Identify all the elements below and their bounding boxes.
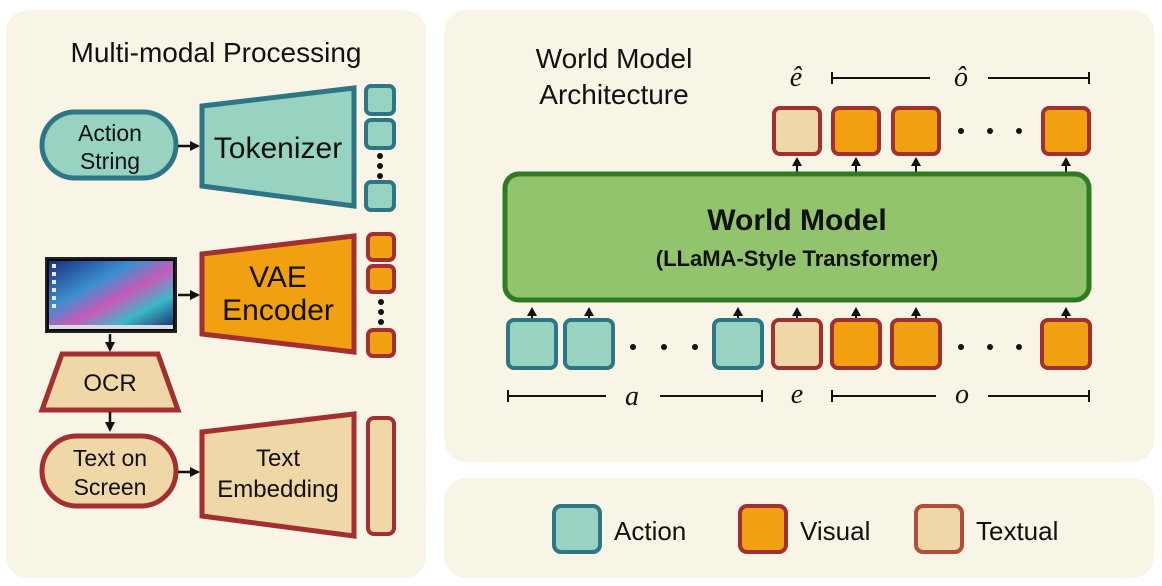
- text-on-screen-node: [39, 433, 179, 509]
- input-action-token: [712, 318, 764, 370]
- tokenizer-block: [199, 85, 357, 209]
- legend-label-visual: Visual: [800, 516, 870, 546]
- ellipsis-dot: [1016, 344, 1022, 350]
- left-panel-title: Multi-modal Processing: [71, 37, 362, 68]
- text-embedding-label-1: Text: [256, 445, 300, 472]
- input-visual-token: [890, 318, 942, 370]
- visual-token: [366, 328, 396, 358]
- ellipsis-dot: [378, 319, 384, 325]
- legend-swatch-visual: [738, 504, 788, 554]
- visual-token: [366, 232, 396, 262]
- ellipsis-dot: [987, 128, 993, 134]
- visual-token: [366, 264, 396, 294]
- input-action-token: [506, 318, 558, 370]
- legend-panel: [444, 478, 1154, 578]
- ellipsis-dot: [1016, 128, 1022, 134]
- input-bracket-o: [831, 390, 1090, 402]
- ellipsis-dot: [378, 299, 384, 305]
- action-string-label-1: Action: [78, 120, 142, 146]
- input-visual-token: [1040, 318, 1092, 370]
- action-token: [364, 180, 396, 212]
- ocr-block: [38, 351, 182, 413]
- tokenizer-label: Tokenizer: [214, 132, 342, 165]
- vae-encoder-label-1: VAE: [249, 261, 307, 294]
- text-on-screen-label-1: Text on: [73, 445, 147, 471]
- ellipsis-dot: [377, 153, 383, 159]
- output-label-e-hat: ê: [790, 62, 803, 93]
- input-label-a: a: [625, 381, 639, 412]
- input-label-e: e: [791, 379, 803, 410]
- legend-label-action: Action: [614, 516, 686, 546]
- vae-encoder-label-2: Encoder: [222, 294, 334, 327]
- legend-swatch-action: [552, 504, 602, 554]
- action-token: [364, 84, 396, 116]
- world-model-label: World Model: [707, 204, 886, 237]
- action-string-label-2: String: [80, 148, 140, 174]
- ellipsis-dot: [377, 163, 383, 169]
- ellipsis-dot: [630, 344, 636, 350]
- ellipsis-dot: [377, 173, 383, 179]
- vae-encoder-block: [199, 233, 357, 355]
- ellipsis-dot: [958, 128, 964, 134]
- legend-swatch-textual: [914, 504, 964, 554]
- action-string-node: [39, 109, 179, 181]
- ellipsis-dot: [378, 309, 384, 315]
- output-visual-token: [891, 106, 941, 156]
- world-model-block: [502, 171, 1092, 303]
- input-arrows: [527, 307, 1071, 320]
- legend-item-textual: Textual: [914, 504, 1058, 554]
- input-bracket-a: [507, 390, 763, 402]
- input-text-token: [771, 318, 823, 370]
- input-action-token: [563, 318, 615, 370]
- output-visual-token: [831, 106, 881, 156]
- right-panel-title-1: World Model: [536, 43, 693, 74]
- output-arrows: [792, 157, 1071, 172]
- ocr-label: OCR: [83, 370, 136, 397]
- output-bracket-o: [831, 72, 1090, 84]
- world-model-sublabel: (LLaMA-Style Transformer): [656, 246, 938, 271]
- text-embedding-token: [366, 416, 396, 536]
- text-embedding-block: [199, 411, 357, 539]
- right-panel-title-2: Architecture: [539, 79, 688, 110]
- input-visual-token: [830, 318, 882, 370]
- action-token: [364, 118, 396, 150]
- screenshot-image: [45, 257, 177, 333]
- ellipsis-dot: [692, 344, 698, 350]
- ellipsis-dot: [987, 344, 993, 350]
- text-embedding-label-2: Embedding: [217, 476, 338, 503]
- output-label-o-hat: ô: [954, 62, 968, 93]
- output-visual-token: [1041, 106, 1091, 156]
- ellipsis-dot: [958, 344, 964, 350]
- text-on-screen-label-2: Screen: [74, 474, 147, 500]
- input-label-o: o: [955, 379, 969, 410]
- ellipsis-dot: [661, 344, 667, 350]
- output-text-token: [772, 106, 822, 156]
- legend-item-visual: Visual: [738, 504, 870, 554]
- legend-item-action: Action: [552, 504, 686, 554]
- legend-label-textual: Textual: [976, 516, 1058, 546]
